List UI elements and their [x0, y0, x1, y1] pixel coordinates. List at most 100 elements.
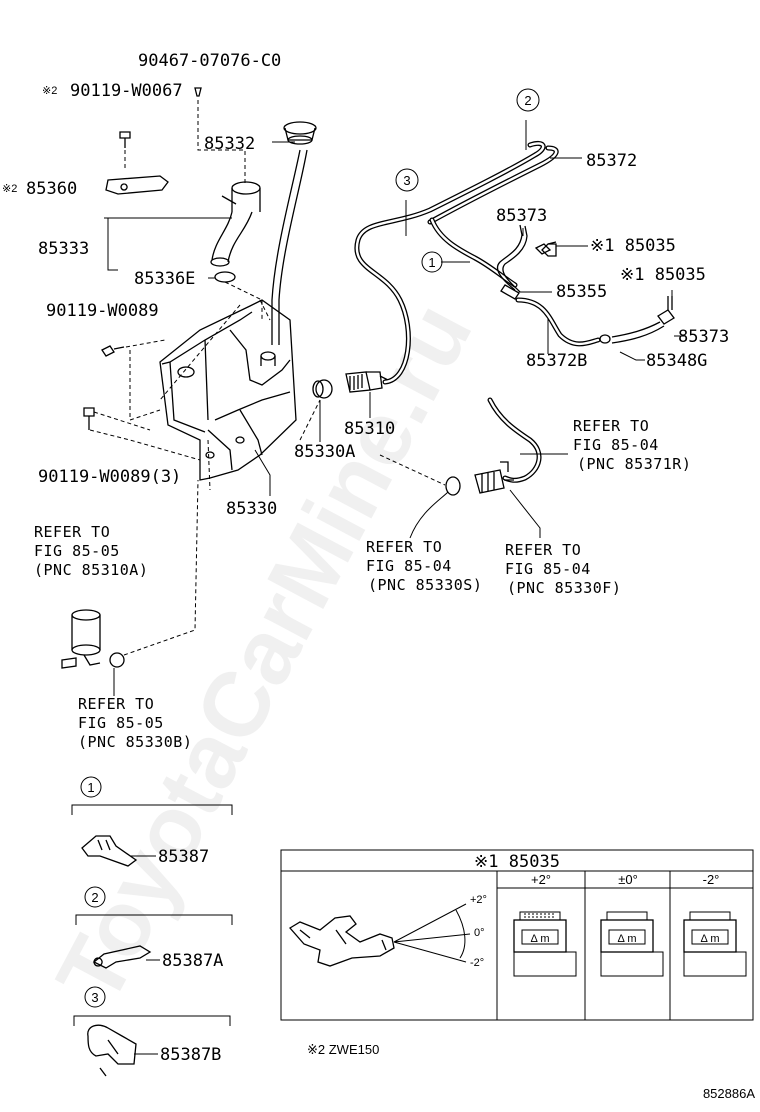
- hose-85373-b-icon: [611, 309, 675, 344]
- svg-text:Δ m: Δ m: [531, 933, 550, 945]
- col-minus2: -2°: [703, 872, 720, 887]
- ref-85330s-line2: FIG 85-04: [366, 557, 452, 575]
- clamp-85387b-icon: [87, 1024, 137, 1077]
- label-85332: 85332: [204, 134, 255, 154]
- ref-85371r-line1: REFER TO: [573, 417, 649, 435]
- nozzle-85035-b-icon: [667, 296, 673, 310]
- ref-85330b-line1: REFER TO: [78, 695, 154, 713]
- label-85035-b: ※1 85035: [620, 265, 706, 285]
- svg-text:Δ m: Δ m: [618, 933, 637, 945]
- ref-note-85310a: REFER TO FIG 85-05 (PNC 85310A): [34, 523, 148, 579]
- hose-85372-icon: [354, 140, 559, 385]
- col-plus2: +2°: [531, 872, 551, 887]
- label-85355: 85355: [556, 282, 607, 302]
- label-85330: 85330: [226, 499, 277, 519]
- ref-note-85330f: REFER TO FIG 85-04 (PNC 85330F): [505, 541, 621, 597]
- label-mark-90119-w0067: ※2: [42, 85, 57, 97]
- front-pump-icon: [61, 479, 199, 669]
- callout-1-circle: [421, 251, 443, 273]
- ref-85330s-line3: (PNC 85330S): [368, 576, 482, 594]
- leader-lines: [104, 120, 686, 696]
- figure-code: 852886A: [703, 1086, 755, 1101]
- angle-plus2: +2°: [470, 894, 487, 906]
- table-border: [280, 849, 754, 1021]
- callout-2-circle: [516, 88, 540, 112]
- ref-85330b-line3: (PNC 85330B): [78, 733, 192, 751]
- ref-85330b-line2: FIG 85-05: [78, 714, 164, 732]
- angle-zero: 0°: [474, 927, 485, 939]
- nozzle-view-plus2-icon: Δ m: [513, 911, 577, 977]
- callout-3-circle: [395, 168, 419, 192]
- label-85310: 85310: [344, 419, 395, 439]
- label-90119-w0089-3: 90119-W0089(3): [38, 467, 181, 487]
- label-85336e: 85336E: [134, 269, 195, 289]
- ref-note-85330b: REFER TO FIG 85-05 (PNC 85330B): [78, 695, 192, 751]
- ref-85330f-line1: REFER TO: [505, 541, 581, 559]
- grommet-85330a-icon: [299, 379, 333, 441]
- clamp-detail-3: 3 85387B: [73, 986, 231, 1077]
- ref-85330f-line3: (PNC 85330F): [507, 579, 621, 597]
- label-90467-07076-c0: 90467-07076-C0: [138, 51, 281, 71]
- ref-85310a-line2: FIG 85-05: [34, 542, 120, 560]
- label-90119-w0089: 90119-W0089: [46, 301, 159, 321]
- nozzle-view-minus2-icon: Δ m: [683, 911, 747, 977]
- ref-note-85330s: REFER TO FIG 85-04 (PNC 85330S): [366, 538, 482, 594]
- ref-85371r-line2: FIG 85-04: [573, 436, 659, 454]
- label-85387: 85387: [158, 847, 209, 867]
- label-85330a: 85330A: [294, 442, 355, 462]
- nozzle-85035-a-icon: [541, 243, 557, 257]
- nozzle-angle-table: ※1 85035 +2° ±0° -2° +2° 0° -2° Δ m Δ: [280, 849, 754, 1021]
- detail-1-number: 1: [87, 780, 94, 795]
- callout-3: 3: [403, 173, 410, 188]
- ref-85371r-line3: (PNC 85371R): [577, 455, 691, 473]
- rear-hose-icon: [487, 397, 542, 483]
- ref-85310a-line3: (PNC 85310A): [34, 561, 148, 579]
- hose-85373-icon: [496, 224, 557, 293]
- col-zero: ±0°: [618, 872, 638, 887]
- hose-85372b-icon: [515, 297, 611, 347]
- nozzle-view-zero-icon: Δ m: [600, 911, 664, 977]
- detail-3-circle: [84, 986, 106, 1008]
- svg-text:Δ m: Δ m: [701, 933, 720, 945]
- label-85387a: 85387A: [162, 951, 223, 971]
- joint-85355-icon: [500, 284, 520, 300]
- nozzle-spray-illustration: +2° 0° -2°: [288, 894, 487, 969]
- clamp-85387-icon: [81, 835, 138, 867]
- clamp-detail-1: 1 85387: [71, 776, 233, 867]
- filler-inlet-85333-icon: [210, 181, 261, 267]
- label-mark-85360: ※2: [2, 183, 17, 195]
- label-85373: 85373: [496, 206, 547, 226]
- detail-2-circle: [84, 886, 106, 908]
- bolt-90119-w0089-3-icon: [83, 407, 211, 491]
- detail-3-number: 3: [91, 990, 98, 1005]
- callout-1: 1: [428, 255, 435, 270]
- filler-cap-85332-icon: [271, 121, 317, 345]
- label-85035-a: ※1 85035: [590, 236, 676, 256]
- label-85360: 85360: [26, 179, 77, 199]
- label-85372b: 85372B: [526, 351, 587, 371]
- o-ring-85336e-icon: [214, 271, 236, 283]
- detail-1-circle: [80, 776, 102, 798]
- washer-tank-85330-icon: [159, 299, 297, 481]
- callout-2: 2: [524, 93, 531, 108]
- ref-note-85371r: REFER TO FIG 85-04 (PNC 85371R): [573, 417, 691, 473]
- label-90119-w0067: 90119-W0067: [70, 81, 183, 101]
- ref-85330s-line1: REFER TO: [366, 538, 442, 556]
- ref-85330f-line2: FIG 85-04: [505, 560, 591, 578]
- label-85387b: 85387B: [160, 1045, 221, 1065]
- detail-2-number: 2: [91, 890, 98, 905]
- label-85373-b: 85373: [678, 327, 729, 347]
- clamp-85387a-icon: [92, 945, 152, 969]
- bolt-90119-w0067-icon: [119, 131, 131, 170]
- label-85348g: 85348G: [646, 351, 707, 371]
- clamp-detail-2: 2 85387A: [75, 886, 233, 971]
- rear-pump-icon: [379, 454, 514, 496]
- bracket-85360-icon: [105, 175, 169, 195]
- angle-minus2: -2°: [470, 957, 484, 969]
- label-85333: 85333: [38, 239, 89, 259]
- table-title: ※1 85035: [474, 852, 560, 872]
- label-85372: 85372: [586, 151, 637, 171]
- footnote: ※2 ZWE150: [307, 1042, 379, 1057]
- clip-90467-icon: [194, 87, 246, 186]
